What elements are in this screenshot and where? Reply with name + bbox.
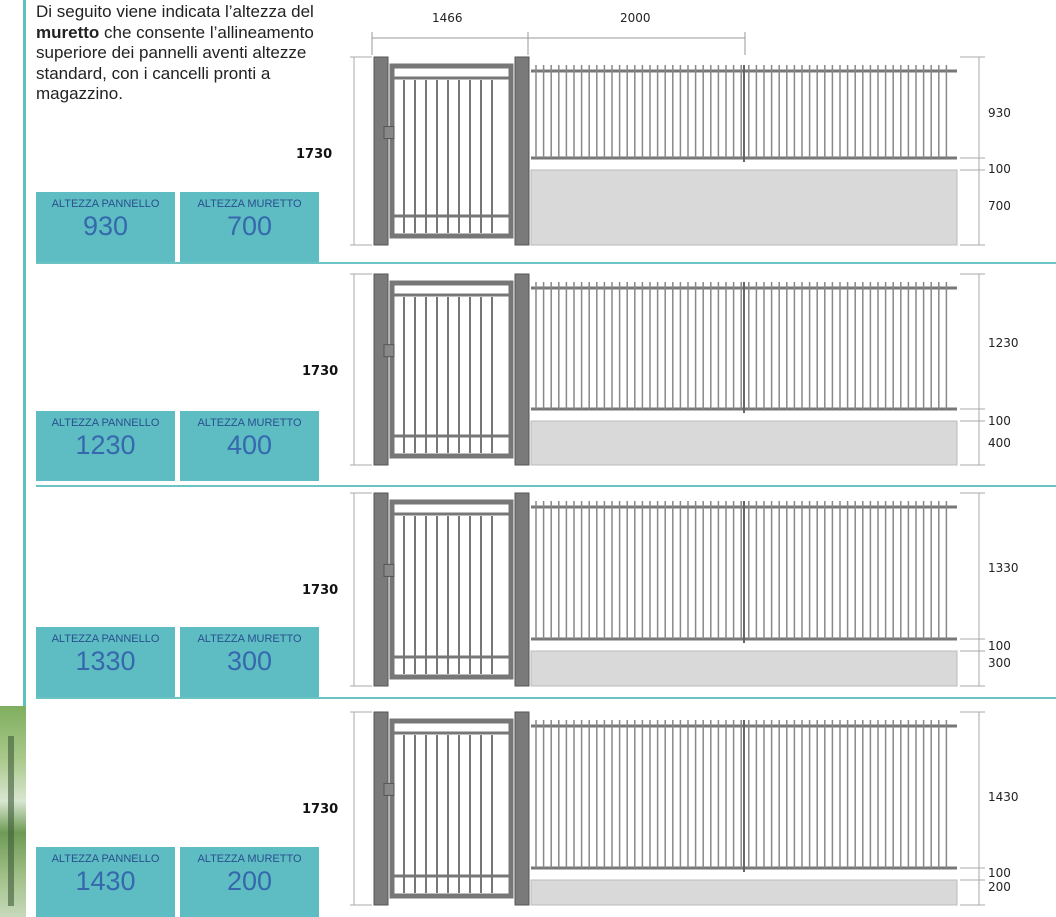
total-height-label: 1730	[302, 583, 339, 598]
panel-height-dim: 1230	[988, 336, 1019, 350]
fence-post	[373, 273, 389, 466]
gate-hinge	[383, 344, 395, 358]
fence-post	[373, 711, 389, 906]
panel-width-label: 2000	[620, 11, 651, 25]
gate-hinge	[383, 782, 395, 796]
fence-photo-thumbnail	[0, 706, 26, 917]
wall-height-dim: 700	[988, 199, 1011, 213]
sidebar-accent-line	[0, 0, 26, 917]
gap-dim: 100	[988, 639, 1011, 653]
gap-dim: 100	[988, 414, 1011, 428]
wall-height-dim: 400	[988, 436, 1011, 450]
panel-height-caption: ALTEZZA PANNELLO	[51, 198, 160, 210]
gate-frame	[389, 718, 514, 899]
wall-height-dim: 300	[988, 656, 1011, 670]
wall-block	[530, 169, 958, 246]
panel-height-caption: ALTEZZA PANNELLO	[51, 853, 160, 865]
row-separator	[36, 697, 1056, 699]
fence-post	[373, 492, 389, 687]
fence-post	[514, 273, 530, 466]
fence-post	[514, 492, 530, 687]
panel-height-caption: ALTEZZA PANNELLO	[51, 417, 160, 429]
wall-height-caption: ALTEZZA MURETTO	[197, 198, 302, 210]
row-separator	[36, 262, 1056, 264]
gate-width-label: 1466	[432, 11, 463, 25]
panel-height-dim: 1330	[988, 561, 1019, 575]
panel-height-value: 1330	[75, 645, 136, 676]
intro-text-end: che consente l’allineamento superiore de…	[36, 22, 314, 104]
wall-height-caption: ALTEZZA MURETTO	[197, 633, 302, 645]
fence-post	[514, 711, 530, 906]
gate-frame	[389, 280, 514, 459]
wall-block	[530, 420, 958, 466]
gap-dim: 100	[988, 866, 1011, 880]
wall-height-value: 400	[226, 429, 273, 460]
gate-hinge	[383, 126, 395, 140]
panel-height-dim: 1430	[988, 790, 1019, 804]
panel-height-value: 1230	[75, 429, 136, 460]
gate-frame	[389, 499, 514, 680]
wall-height-value: 700	[226, 210, 273, 241]
intro-bold-word: muretto	[36, 22, 100, 42]
panel-height-dim: 930	[988, 106, 1011, 120]
wall-height-value: 300	[226, 645, 273, 676]
panel-height-value: 1430	[75, 865, 136, 896]
intro-paragraph: Di seguito viene indicata l’altezza del …	[36, 2, 346, 105]
wall-height-dim: 200	[988, 880, 1011, 894]
total-height-label: 1730	[296, 147, 333, 162]
row-separator	[36, 485, 1056, 487]
wall-height-caption: ALTEZZA MURETTO	[197, 853, 302, 865]
wall-height-caption: ALTEZZA MURETTO	[197, 417, 302, 429]
fence-post	[514, 56, 530, 246]
wall-block	[530, 650, 958, 687]
wall-height-value: 200	[226, 865, 273, 896]
gap-dim: 100	[988, 162, 1011, 176]
fence-post	[373, 56, 389, 246]
gate-frame	[389, 63, 514, 239]
panel-height-value: 930	[82, 210, 129, 241]
gate-hinge	[383, 563, 395, 577]
wall-block	[530, 879, 958, 906]
total-height-label: 1730	[302, 364, 339, 379]
intro-text-start: Di seguito viene indicata l’altezza del	[36, 2, 314, 21]
total-height-label: 1730	[302, 802, 339, 817]
panel-height-caption: ALTEZZA PANNELLO	[51, 633, 160, 645]
